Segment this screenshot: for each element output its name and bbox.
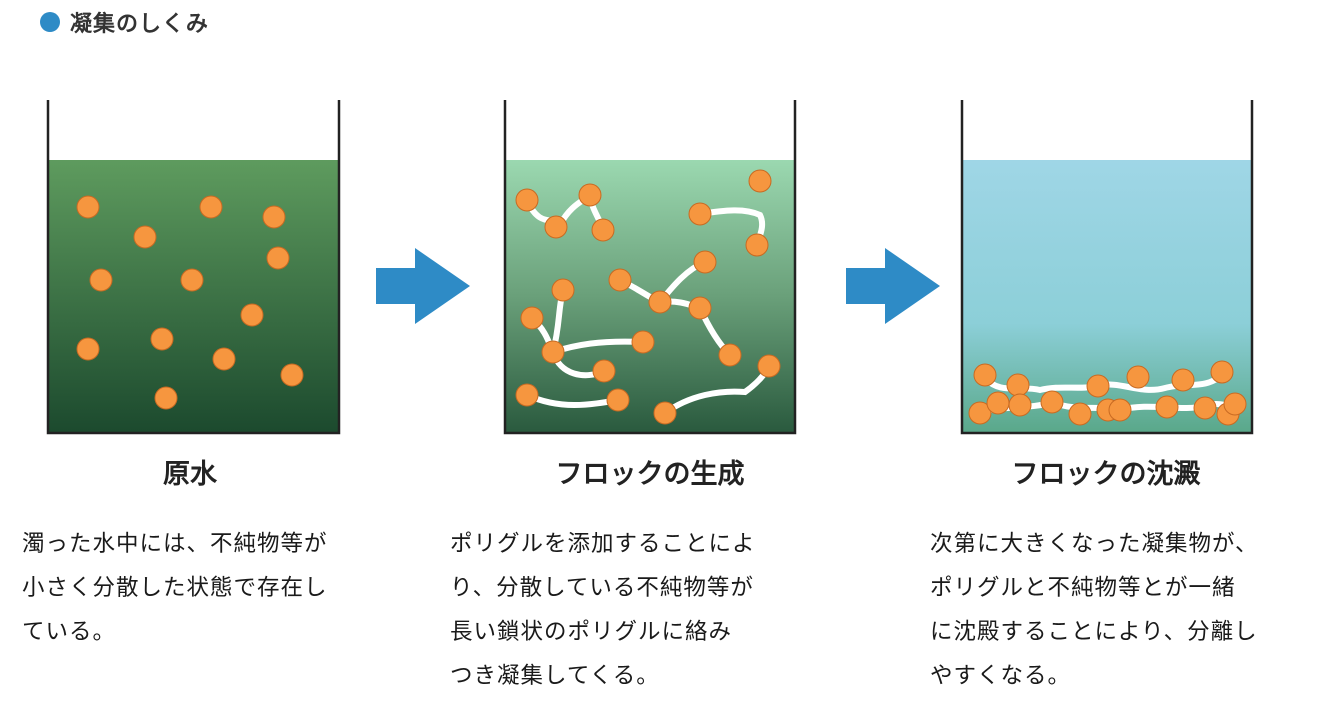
- beaker-floc-sedimentation: [960, 100, 1254, 435]
- particle: [606, 388, 630, 412]
- particle: [1126, 365, 1150, 389]
- particle: [240, 303, 264, 327]
- particle: [745, 233, 769, 257]
- particle: [1008, 393, 1032, 417]
- particle: [544, 215, 568, 239]
- section-header: 凝集のしくみ: [40, 6, 209, 38]
- beaker-raw-water: [46, 100, 341, 435]
- particle: [76, 337, 100, 361]
- particle: [133, 225, 157, 249]
- beaker-floc-formation: [503, 100, 797, 435]
- particle: [1068, 402, 1092, 426]
- particle: [212, 347, 236, 371]
- particles-floc: [515, 169, 781, 425]
- particle: [180, 268, 204, 292]
- particle: [1108, 398, 1132, 422]
- particle: [1223, 392, 1247, 416]
- particles-raw: [76, 195, 304, 410]
- stage-description-raw-water: 濁った水中には、不純物等が 小さく分散した状態で存在し ている。: [22, 531, 328, 645]
- particle: [1155, 395, 1179, 419]
- particle: [748, 169, 772, 193]
- particle: [631, 330, 655, 354]
- particle: [1086, 374, 1110, 398]
- particle: [262, 205, 286, 229]
- particle: [578, 183, 602, 207]
- header-title: 凝集のしくみ: [70, 12, 209, 37]
- particle: [266, 246, 290, 270]
- particle: [653, 401, 677, 425]
- stage-title-raw-water: 原水: [163, 459, 217, 490]
- particle: [608, 268, 632, 292]
- beaker-outline: [503, 100, 797, 435]
- particle: [1040, 390, 1064, 414]
- polymer-chain: [1095, 372, 1225, 393]
- particle: [1210, 360, 1234, 384]
- beaker-outline: [960, 100, 1254, 435]
- stage-title-floc-formation: フロックの生成: [555, 459, 745, 490]
- particle: [648, 290, 672, 314]
- particle: [520, 306, 544, 330]
- stage-title-floc-sedimentation: フロックの沈澱: [1011, 459, 1201, 490]
- particle: [150, 327, 174, 351]
- particle: [718, 343, 742, 367]
- particle: [280, 363, 304, 387]
- particle: [154, 386, 178, 410]
- particle: [592, 359, 616, 383]
- particle: [89, 268, 113, 292]
- particle: [968, 401, 992, 425]
- particle: [541, 340, 565, 364]
- particles-settled: [968, 360, 1247, 426]
- stage-description-floc-formation: ポリグルを添加することによ り、分散している不純物等が 長い鎖状のポリグルに絡み…: [450, 531, 756, 689]
- particle: [76, 195, 100, 219]
- particle: [688, 202, 712, 226]
- right-arrow-icon: [376, 248, 470, 324]
- stage-description-floc-sedimentation: 次第に大きくなった凝集物が、 ポリグルと不純物等とが一緒 に沈殿することにより、…: [930, 531, 1259, 689]
- bullet-icon: [40, 12, 60, 32]
- polymer-chain: [982, 375, 1101, 394]
- particle: [1193, 396, 1217, 420]
- particle: [757, 354, 781, 378]
- particle: [688, 296, 712, 320]
- particle: [515, 383, 539, 407]
- particle: [1006, 373, 1030, 397]
- right-arrow-icon: [846, 248, 940, 324]
- particle: [515, 188, 539, 212]
- particle: [973, 363, 997, 387]
- particle: [591, 218, 615, 242]
- particle: [693, 250, 717, 274]
- particle: [199, 195, 223, 219]
- particle: [986, 391, 1010, 415]
- particle: [551, 278, 575, 302]
- particle: [1171, 368, 1195, 392]
- beaker-outline: [46, 100, 341, 435]
